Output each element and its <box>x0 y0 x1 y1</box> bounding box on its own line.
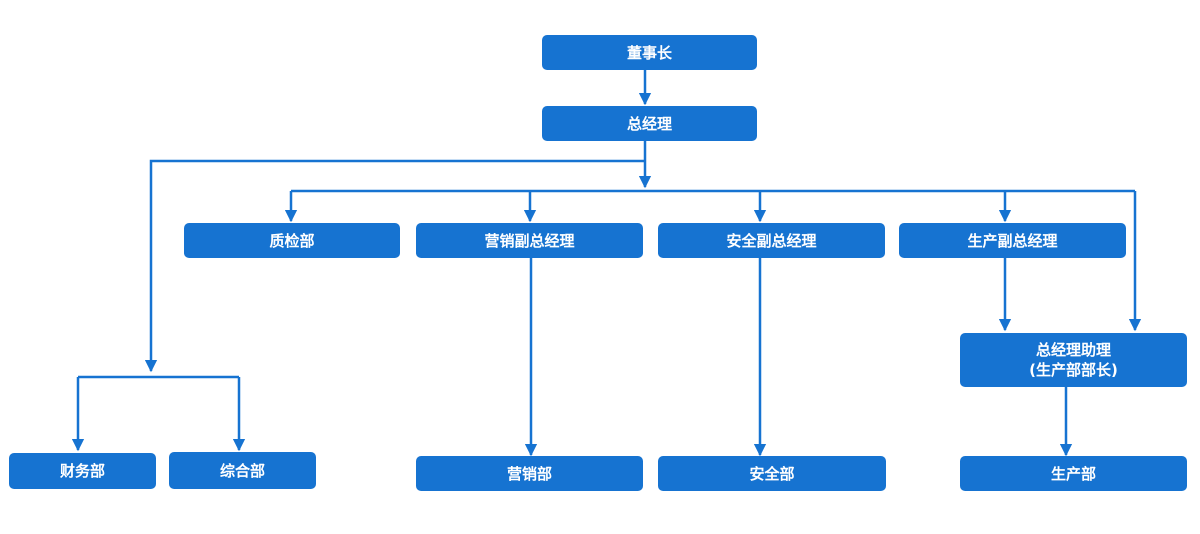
node-general-manager-label: 总经理 <box>626 114 672 133</box>
node-quality-dept: 质检部 <box>184 223 400 258</box>
node-gm-assistant-line1: 总经理助理 <box>1035 341 1111 359</box>
node-marketing-dept: 营销部 <box>416 456 643 491</box>
node-safety-dept: 安全部 <box>658 456 886 491</box>
node-gm-assistant: 总经理助理 (生产部部长) <box>960 333 1187 387</box>
node-chairman-label: 董事长 <box>626 43 672 62</box>
node-production-dept: 生产部 <box>960 456 1187 491</box>
node-marketing-vp: 营销副总经理 <box>416 223 643 258</box>
node-safety-dept-label: 安全部 <box>749 464 795 483</box>
node-finance-dept-label: 财务部 <box>59 462 105 480</box>
node-general-manager: 总经理 <box>542 106 757 141</box>
node-marketing-vp-label: 营销副总经理 <box>484 231 575 250</box>
link-gm-left-branch <box>144 159 645 373</box>
node-marketing-dept-label: 营销部 <box>506 464 552 483</box>
node-finance-dept: 财务部 <box>9 453 156 489</box>
node-general-affairs-dept: 综合部 <box>169 452 316 489</box>
node-quality-dept-label: 质检部 <box>269 231 315 250</box>
node-general-affairs-dept-label: 综合部 <box>219 461 265 480</box>
node-production-dept-label: 生产部 <box>1050 464 1096 483</box>
node-production-vp: 生产副总经理 <box>899 223 1126 258</box>
node-safety-vp-label: 安全副总经理 <box>726 231 817 250</box>
node-gm-assistant-line2: (生产部部长) <box>1029 361 1118 379</box>
node-production-vp-label: 生产副总经理 <box>967 231 1058 250</box>
node-chairman: 董事长 <box>542 35 757 70</box>
node-safety-vp: 安全副总经理 <box>658 223 885 258</box>
